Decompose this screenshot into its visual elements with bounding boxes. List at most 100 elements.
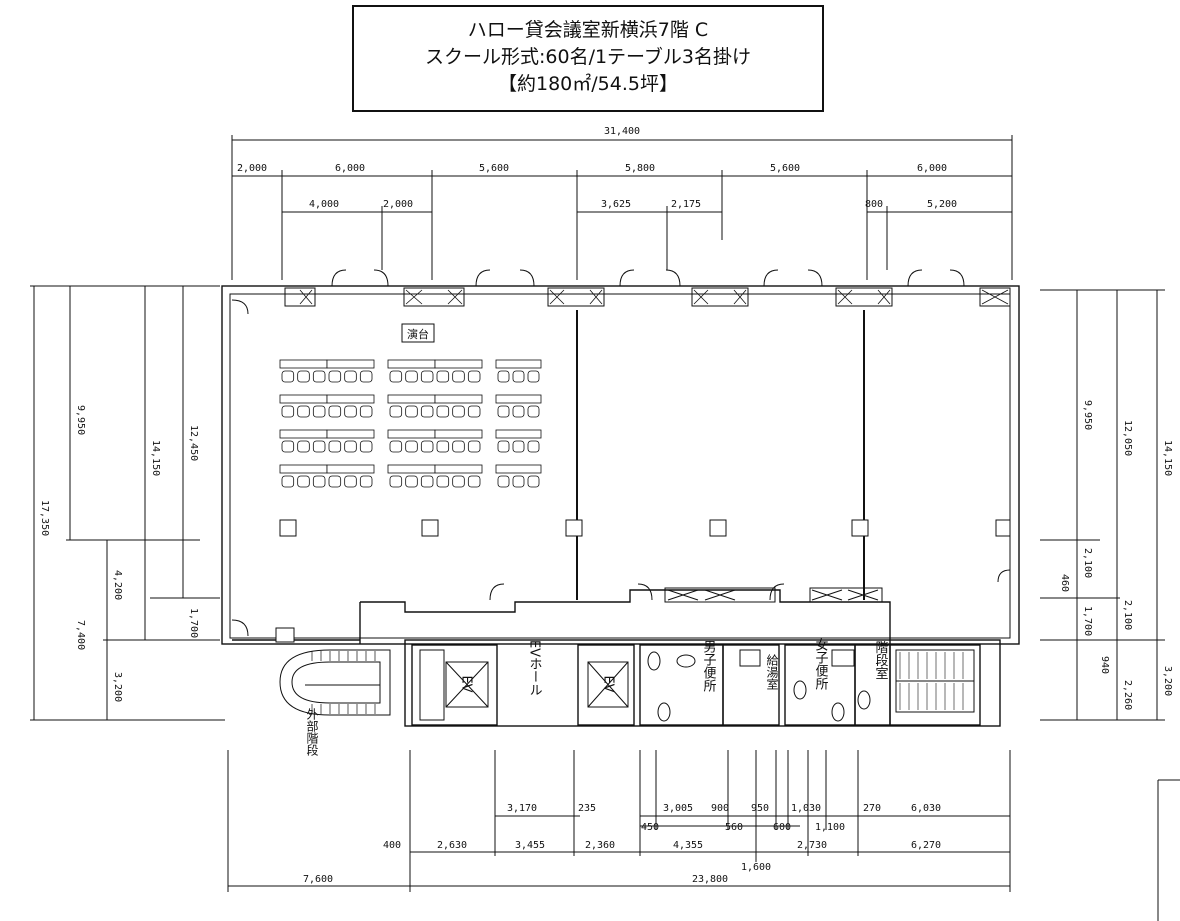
chair bbox=[512, 475, 525, 488]
table bbox=[434, 429, 483, 439]
external-stairs-label: 外部階段 bbox=[305, 708, 319, 757]
table bbox=[495, 429, 542, 439]
chair bbox=[467, 405, 481, 418]
dim-bot-16: 2,360 bbox=[585, 840, 615, 851]
dim-top-2: 6,000 bbox=[335, 163, 365, 174]
chair bbox=[405, 405, 418, 418]
table bbox=[387, 464, 436, 474]
dim-bot-15: 3,455 bbox=[515, 840, 545, 851]
door-swings bbox=[231, 269, 1011, 637]
bottom-dimensions bbox=[227, 750, 1180, 921]
chair bbox=[297, 475, 310, 488]
chair bbox=[281, 440, 295, 453]
dim-top-3: 5,600 bbox=[479, 163, 509, 174]
chair bbox=[527, 405, 540, 418]
left-dimensions bbox=[30, 285, 225, 721]
dim-right-7: 2,100 bbox=[1122, 600, 1133, 630]
dim-bot-17: 4,355 bbox=[673, 840, 703, 851]
womens-toilet-label: 女子便所 bbox=[813, 637, 829, 690]
table bbox=[387, 394, 436, 404]
top-columns bbox=[284, 287, 1011, 307]
chair bbox=[452, 370, 465, 383]
top-column-crosses bbox=[299, 289, 1009, 305]
dim-right-6: 1,700 bbox=[1082, 606, 1093, 636]
chair bbox=[497, 475, 510, 488]
dim-left-3: 14,150 bbox=[150, 440, 161, 476]
chair bbox=[359, 440, 373, 453]
stage-label: 演台 bbox=[407, 327, 429, 341]
chair bbox=[420, 440, 434, 453]
chair bbox=[359, 405, 373, 418]
chair bbox=[328, 475, 342, 488]
dim-right-2: 12,050 bbox=[1122, 420, 1133, 456]
chair bbox=[467, 475, 481, 488]
interior-stair bbox=[895, 649, 975, 713]
dim-bot-total-left: 7,600 bbox=[303, 874, 333, 885]
chair bbox=[420, 370, 434, 383]
table bbox=[495, 464, 542, 474]
dim-bot-1: 3,170 bbox=[507, 803, 537, 814]
title-line-3: 【約180㎡/54.5坪】 bbox=[498, 73, 678, 95]
chair bbox=[405, 475, 418, 488]
chair bbox=[297, 405, 310, 418]
table bbox=[434, 359, 483, 369]
chair bbox=[312, 440, 326, 453]
chair bbox=[312, 405, 326, 418]
dim-bot-18: 2,730 bbox=[797, 840, 827, 851]
dim-bot-11: 600 bbox=[773, 822, 791, 833]
building-walls bbox=[221, 285, 1020, 727]
dim-top-1: 2,000 bbox=[237, 163, 267, 174]
title-line-1: ハロー貸会議室新横浜7階 C bbox=[467, 19, 709, 41]
dim-bot-14: 2,630 bbox=[437, 840, 467, 851]
chair bbox=[344, 405, 357, 418]
dim-left-1: 17,350 bbox=[39, 500, 50, 536]
interior-columns bbox=[275, 519, 1011, 643]
lectern: 演台 bbox=[401, 323, 435, 343]
chair bbox=[527, 440, 540, 453]
dim-right-5: 460 bbox=[1059, 574, 1070, 592]
title-box: ハロー貸会議室新横浜7階 C スクール形式:60名/1テーブル3名掛け 【約18… bbox=[352, 5, 824, 112]
dim-left-6: 7,400 bbox=[75, 620, 86, 650]
table bbox=[387, 359, 436, 369]
stairs-label: 階段室 bbox=[873, 641, 889, 680]
chair bbox=[344, 475, 357, 488]
chair bbox=[405, 440, 418, 453]
chair bbox=[328, 440, 342, 453]
dim-top-5: 5,600 bbox=[770, 163, 800, 174]
dim-right-4: 2,100 bbox=[1082, 548, 1093, 578]
chair bbox=[281, 405, 295, 418]
chair bbox=[281, 370, 295, 383]
top-dimension-labels: 31,400 2,000 6,000 5,600 5,800 5,600 6,0… bbox=[237, 126, 957, 210]
external-stair bbox=[279, 649, 391, 716]
dim-left-4: 12,450 bbox=[188, 425, 199, 461]
chair bbox=[389, 405, 403, 418]
dim-bot-9: 450 bbox=[641, 822, 659, 833]
title-line-2: スクール形式:60名/1テーブル3名掛け bbox=[424, 46, 752, 68]
dim-bot-total-right: 23,800 bbox=[692, 874, 728, 885]
chair bbox=[420, 405, 434, 418]
dim-left-7: 1,700 bbox=[188, 608, 199, 638]
dim-right-1: 9,950 bbox=[1082, 400, 1093, 430]
dim-right-8: 940 bbox=[1099, 656, 1110, 674]
dim-bot-2: 235 bbox=[578, 803, 596, 814]
dim-top-2f: 5,200 bbox=[927, 199, 957, 210]
chair bbox=[389, 475, 403, 488]
chair bbox=[297, 370, 310, 383]
dim-top-2b: 2,000 bbox=[383, 199, 413, 210]
table bbox=[279, 359, 328, 369]
chair bbox=[436, 440, 450, 453]
dim-bot-5: 950 bbox=[751, 803, 769, 814]
interior-stair-treads bbox=[899, 652, 964, 710]
stair-treads bbox=[311, 651, 376, 714]
chair bbox=[359, 370, 373, 383]
chair bbox=[389, 370, 403, 383]
chair bbox=[512, 440, 525, 453]
dim-bot-13: 400 bbox=[383, 840, 401, 851]
dim-bot-20: 1,600 bbox=[741, 862, 771, 873]
table bbox=[279, 464, 328, 474]
chair bbox=[328, 370, 342, 383]
mens-toilet-label: 男子便所 bbox=[701, 640, 717, 692]
dim-bot-4: 900 bbox=[711, 803, 729, 814]
table bbox=[434, 394, 483, 404]
